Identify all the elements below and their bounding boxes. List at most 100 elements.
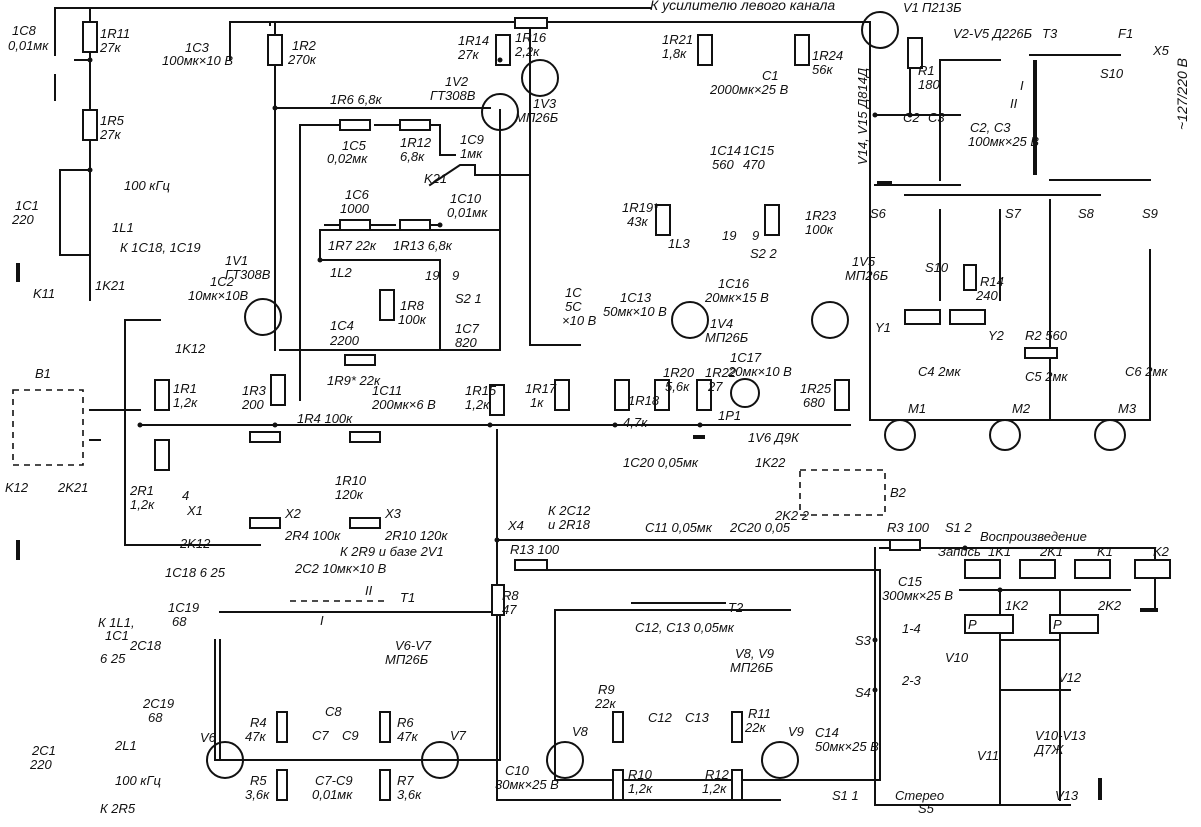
label-1k1: 1K1 bbox=[988, 544, 1011, 559]
note-to-2c12-b: и 2R18 bbox=[548, 517, 591, 532]
label-1r5: 1R5 bbox=[100, 113, 125, 128]
label-1r21-value: 1,8к bbox=[662, 46, 687, 61]
label-s21: S2 1 bbox=[455, 291, 482, 306]
resistor-2r10 bbox=[349, 517, 381, 529]
label-r10-value: 1,2к bbox=[628, 781, 653, 796]
label-c2c3: C2, C3 bbox=[970, 120, 1011, 135]
resistor-r2 bbox=[1024, 347, 1058, 359]
label-m3: M3 bbox=[1118, 401, 1137, 416]
label-1r6: 1R6 6,8к bbox=[330, 92, 383, 107]
label-1v2-type: ГТ308В bbox=[430, 88, 476, 103]
label-s4-pins: 2-3 bbox=[901, 673, 922, 688]
label-2c20: 2C20 0,05 bbox=[729, 520, 791, 535]
motor-m1 bbox=[884, 419, 916, 451]
label-1l2: 1L2 bbox=[330, 265, 352, 280]
head-b2 bbox=[799, 469, 886, 516]
label-1c7-value: 820 bbox=[455, 335, 477, 350]
label-t1: T1 bbox=[400, 590, 415, 605]
label-r11: R11 bbox=[748, 706, 771, 721]
label-c15: C15 bbox=[898, 574, 923, 589]
note-to-2r9: К 2R9 и базе 2V1 bbox=[340, 544, 444, 559]
resistor-r3 bbox=[889, 539, 921, 551]
note-playback: Воспроизведение bbox=[980, 529, 1087, 544]
label-c6: C6 2мк bbox=[1125, 364, 1168, 379]
label-s22: S2 2 bbox=[750, 246, 778, 261]
label-c7c9-value: 0,01мк bbox=[312, 787, 353, 802]
transformers bbox=[12, 60, 1037, 604]
label-s21-pos9: 9 bbox=[452, 268, 459, 283]
resistor-1r21 bbox=[697, 34, 713, 66]
label-1r15-value: 1,2к bbox=[465, 397, 490, 412]
resistor-1r16 bbox=[514, 17, 548, 29]
label-1r3-value: 200 bbox=[241, 397, 264, 412]
resistor-1r10 bbox=[349, 431, 381, 443]
label-x3: X3 bbox=[384, 506, 402, 521]
label-1r16-value: 2,2к bbox=[514, 44, 540, 59]
label-1c14: 1C14 bbox=[710, 143, 741, 158]
label-r5: R5 bbox=[250, 773, 267, 788]
relay-1k2 bbox=[964, 614, 1014, 634]
resistor-r1 bbox=[907, 37, 923, 69]
transistor-v7 bbox=[421, 741, 459, 779]
label-v10v13-type: Д7Ж bbox=[1033, 742, 1064, 757]
label-1v1-type: ГТ308В bbox=[225, 267, 271, 282]
transistor-v1 bbox=[861, 11, 899, 49]
label-1c13-value: 50мк×10 В bbox=[603, 304, 667, 319]
label-1k21: 1K21 bbox=[95, 278, 125, 293]
label-1r22-value: 27 bbox=[707, 379, 723, 394]
label-1r1-value: 1,2к bbox=[173, 395, 198, 410]
motor-m2 bbox=[989, 419, 1021, 451]
label-relay-2k2-p: P bbox=[1053, 617, 1062, 632]
resistor-1r25 bbox=[834, 379, 850, 411]
label-1r18-value: 4,7к bbox=[623, 415, 648, 430]
label-b1: B1 bbox=[35, 366, 51, 381]
label-1r12-value: 6,8к bbox=[400, 149, 425, 164]
label-r3: R3 100 bbox=[887, 520, 930, 535]
label-c12c13: C12, C13 0,05мк bbox=[635, 620, 735, 635]
label-1c20: 1C20 0,05мк bbox=[623, 455, 699, 470]
label-1l3: 1L3 bbox=[668, 236, 690, 251]
resistor-1r6 bbox=[339, 119, 371, 131]
label-1k2: 1K2 bbox=[1005, 598, 1029, 613]
solenoid-y2 bbox=[949, 309, 986, 325]
label-1k22: 1K22 bbox=[755, 455, 786, 470]
grounds bbox=[16, 181, 1158, 800]
label-1r10-value: 120к bbox=[335, 487, 364, 502]
resistor-r4 bbox=[276, 711, 288, 743]
label-k2: K2 bbox=[1153, 544, 1170, 559]
label-r1-value: 180 bbox=[918, 77, 940, 92]
note-stereo: Стерео bbox=[895, 788, 944, 803]
label-r11-value: 22к bbox=[744, 720, 766, 735]
relay-k2 bbox=[1134, 559, 1171, 579]
label-c1-value: 2000мк×25 В bbox=[709, 82, 789, 97]
label-pin4-x1: 4 bbox=[182, 488, 189, 503]
label-1r2: 1R2 bbox=[292, 38, 317, 53]
label-r8-value: 47 bbox=[502, 602, 517, 617]
note-mains: ~127/220 В bbox=[1174, 58, 1190, 130]
label-1v2: 1V2 bbox=[445, 74, 469, 89]
label-r13: R13 100 bbox=[510, 542, 560, 557]
label-1c4-value: 2200 bbox=[329, 333, 360, 348]
label-2l1-freq: 100 кГц bbox=[115, 773, 161, 788]
label-c14: C14 bbox=[815, 725, 839, 740]
label-t1-winding-1: I bbox=[320, 613, 324, 628]
label-1r25-value: 680 bbox=[803, 395, 825, 410]
label-1r9: 1R9* 22к bbox=[327, 373, 381, 388]
resistor-1r12 bbox=[399, 119, 431, 131]
label-2r1: 2R1 bbox=[129, 483, 154, 498]
transistor-1v5 bbox=[811, 301, 849, 339]
label-1r22: 1R22 bbox=[705, 365, 737, 380]
label-1v3-type: МП26Б bbox=[515, 110, 559, 125]
label-s11: S1 1 bbox=[832, 788, 859, 803]
label-1r8-value: 100к bbox=[398, 312, 427, 327]
label-1v4: 1V4 bbox=[710, 316, 733, 331]
label-1c17: 1C17 bbox=[730, 350, 762, 365]
label-r10: R10 bbox=[628, 767, 653, 782]
label-2c18-value: 6 25 bbox=[100, 651, 126, 666]
label-2l1: 2L1 bbox=[114, 738, 137, 753]
label-k12: K12 bbox=[5, 480, 29, 495]
resistors bbox=[82, 17, 1058, 801]
resistor-1r23 bbox=[764, 204, 780, 236]
label-c13: C13 bbox=[685, 710, 710, 725]
label-t3: T3 bbox=[1042, 26, 1058, 41]
